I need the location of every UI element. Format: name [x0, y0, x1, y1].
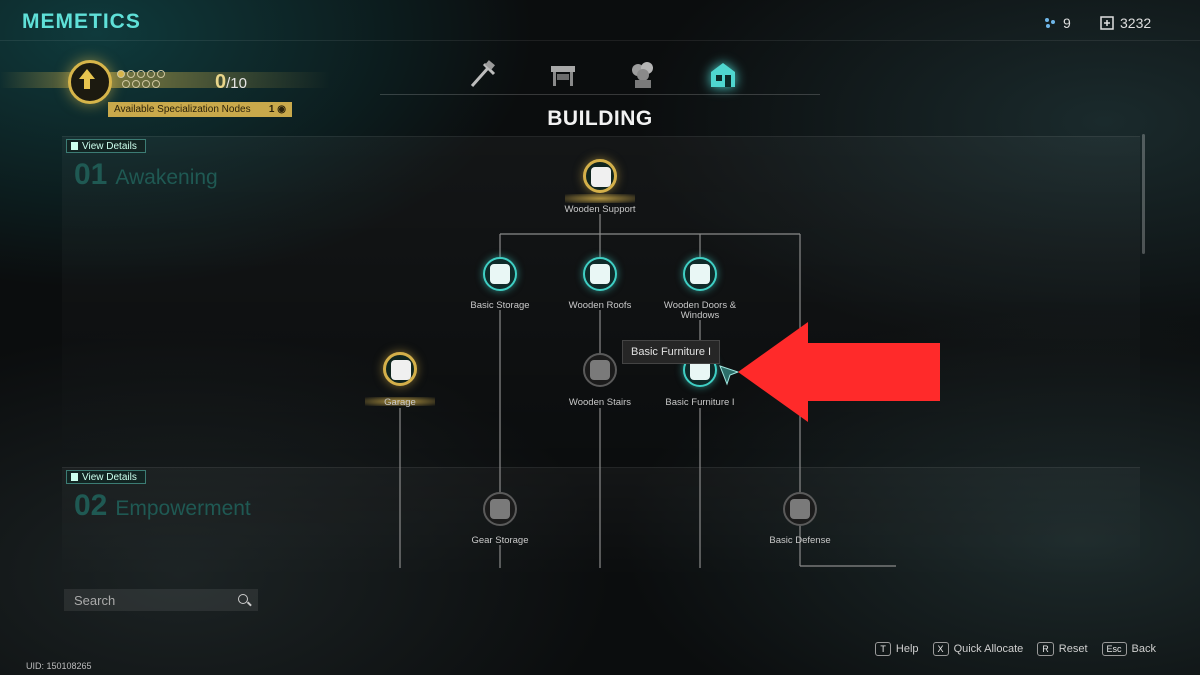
category-divider — [380, 94, 820, 95]
node-wooden-support[interactable] — [583, 159, 617, 193]
workbench-icon[interactable] — [546, 58, 580, 92]
app-title: MEMETICS — [22, 10, 141, 33]
node-tooltip: Basic Furniture I — [622, 340, 721, 364]
module-icon — [1100, 16, 1114, 30]
node-label: Basic Defense — [769, 535, 831, 546]
node-label: Basic Furniture I — [665, 397, 735, 408]
garage-icon — [391, 360, 411, 380]
highlight-arrow-icon — [738, 322, 940, 422]
node-label: Garage — [384, 397, 416, 408]
node-wooden-doors-windows[interactable] — [683, 257, 717, 291]
plant-icon[interactable] — [626, 58, 660, 92]
header-divider — [0, 40, 1200, 41]
spec-points-current: 0 — [215, 71, 227, 93]
roof-icon — [590, 264, 610, 284]
spec-count: 1 ◉ — [268, 104, 286, 115]
gem-icon — [1045, 18, 1055, 28]
node-label: Wooden Roofs — [568, 300, 632, 311]
storage-icon — [490, 264, 510, 284]
scrollbar[interactable] — [1142, 134, 1145, 254]
node-highlight — [365, 397, 435, 406]
node-gear-storage[interactable] — [483, 492, 517, 526]
arrow-up-icon — [79, 69, 95, 89]
resource-modules: 3232 — [1100, 15, 1151, 31]
door-icon — [690, 264, 710, 284]
gear-storage-icon — [490, 499, 510, 519]
search-placeholder: Search — [74, 592, 116, 608]
spec-points-max: /10 — [226, 75, 247, 92]
available-spec-nodes: Available Specialization Nodes 1 ◉ — [108, 102, 292, 117]
level-up-button[interactable] — [68, 60, 112, 104]
node-label: Wooden Stairs — [568, 397, 632, 408]
view-details-button-empowerment[interactable]: View Details — [66, 470, 146, 484]
node-basic-defense[interactable] — [783, 492, 817, 526]
search-input[interactable]: Search — [64, 589, 258, 611]
node-label: Wooden Doors & Windows — [663, 300, 737, 321]
document-icon — [71, 473, 78, 481]
level-pips — [117, 68, 171, 90]
node-basic-storage[interactable] — [483, 257, 517, 291]
tower-icon — [790, 499, 810, 519]
cursor-icon — [719, 365, 740, 386]
resource-modules-value: 3232 — [1120, 15, 1152, 31]
building-icon[interactable] — [706, 58, 740, 92]
document-icon — [71, 142, 78, 150]
furniture-icon — [690, 360, 710, 380]
node-highlight — [565, 194, 635, 203]
spec-points: 0/10 — [215, 71, 247, 94]
support-icon — [591, 167, 611, 187]
resource-gems-value: 9 — [1063, 15, 1071, 31]
spec-label-text: Available Specialization Nodes — [114, 104, 251, 115]
node-label: Basic Storage — [470, 300, 530, 311]
stairs-icon — [590, 360, 610, 380]
user-id: UID: 150108265 — [26, 661, 92, 671]
node-wooden-stairs[interactable] — [583, 353, 617, 387]
resource-gems: 9 — [1043, 15, 1071, 31]
section-empowerment — [62, 467, 1140, 578]
node-garage[interactable] — [383, 352, 417, 386]
node-label: Gear Storage — [471, 535, 529, 546]
node-label: Wooden Support — [564, 204, 636, 215]
search-icon — [238, 594, 248, 604]
node-wooden-roofs[interactable] — [583, 257, 617, 291]
tools-icon[interactable] — [466, 58, 500, 92]
view-details-button-awakening[interactable]: View Details — [66, 139, 146, 153]
page-title: BUILDING — [547, 107, 653, 130]
